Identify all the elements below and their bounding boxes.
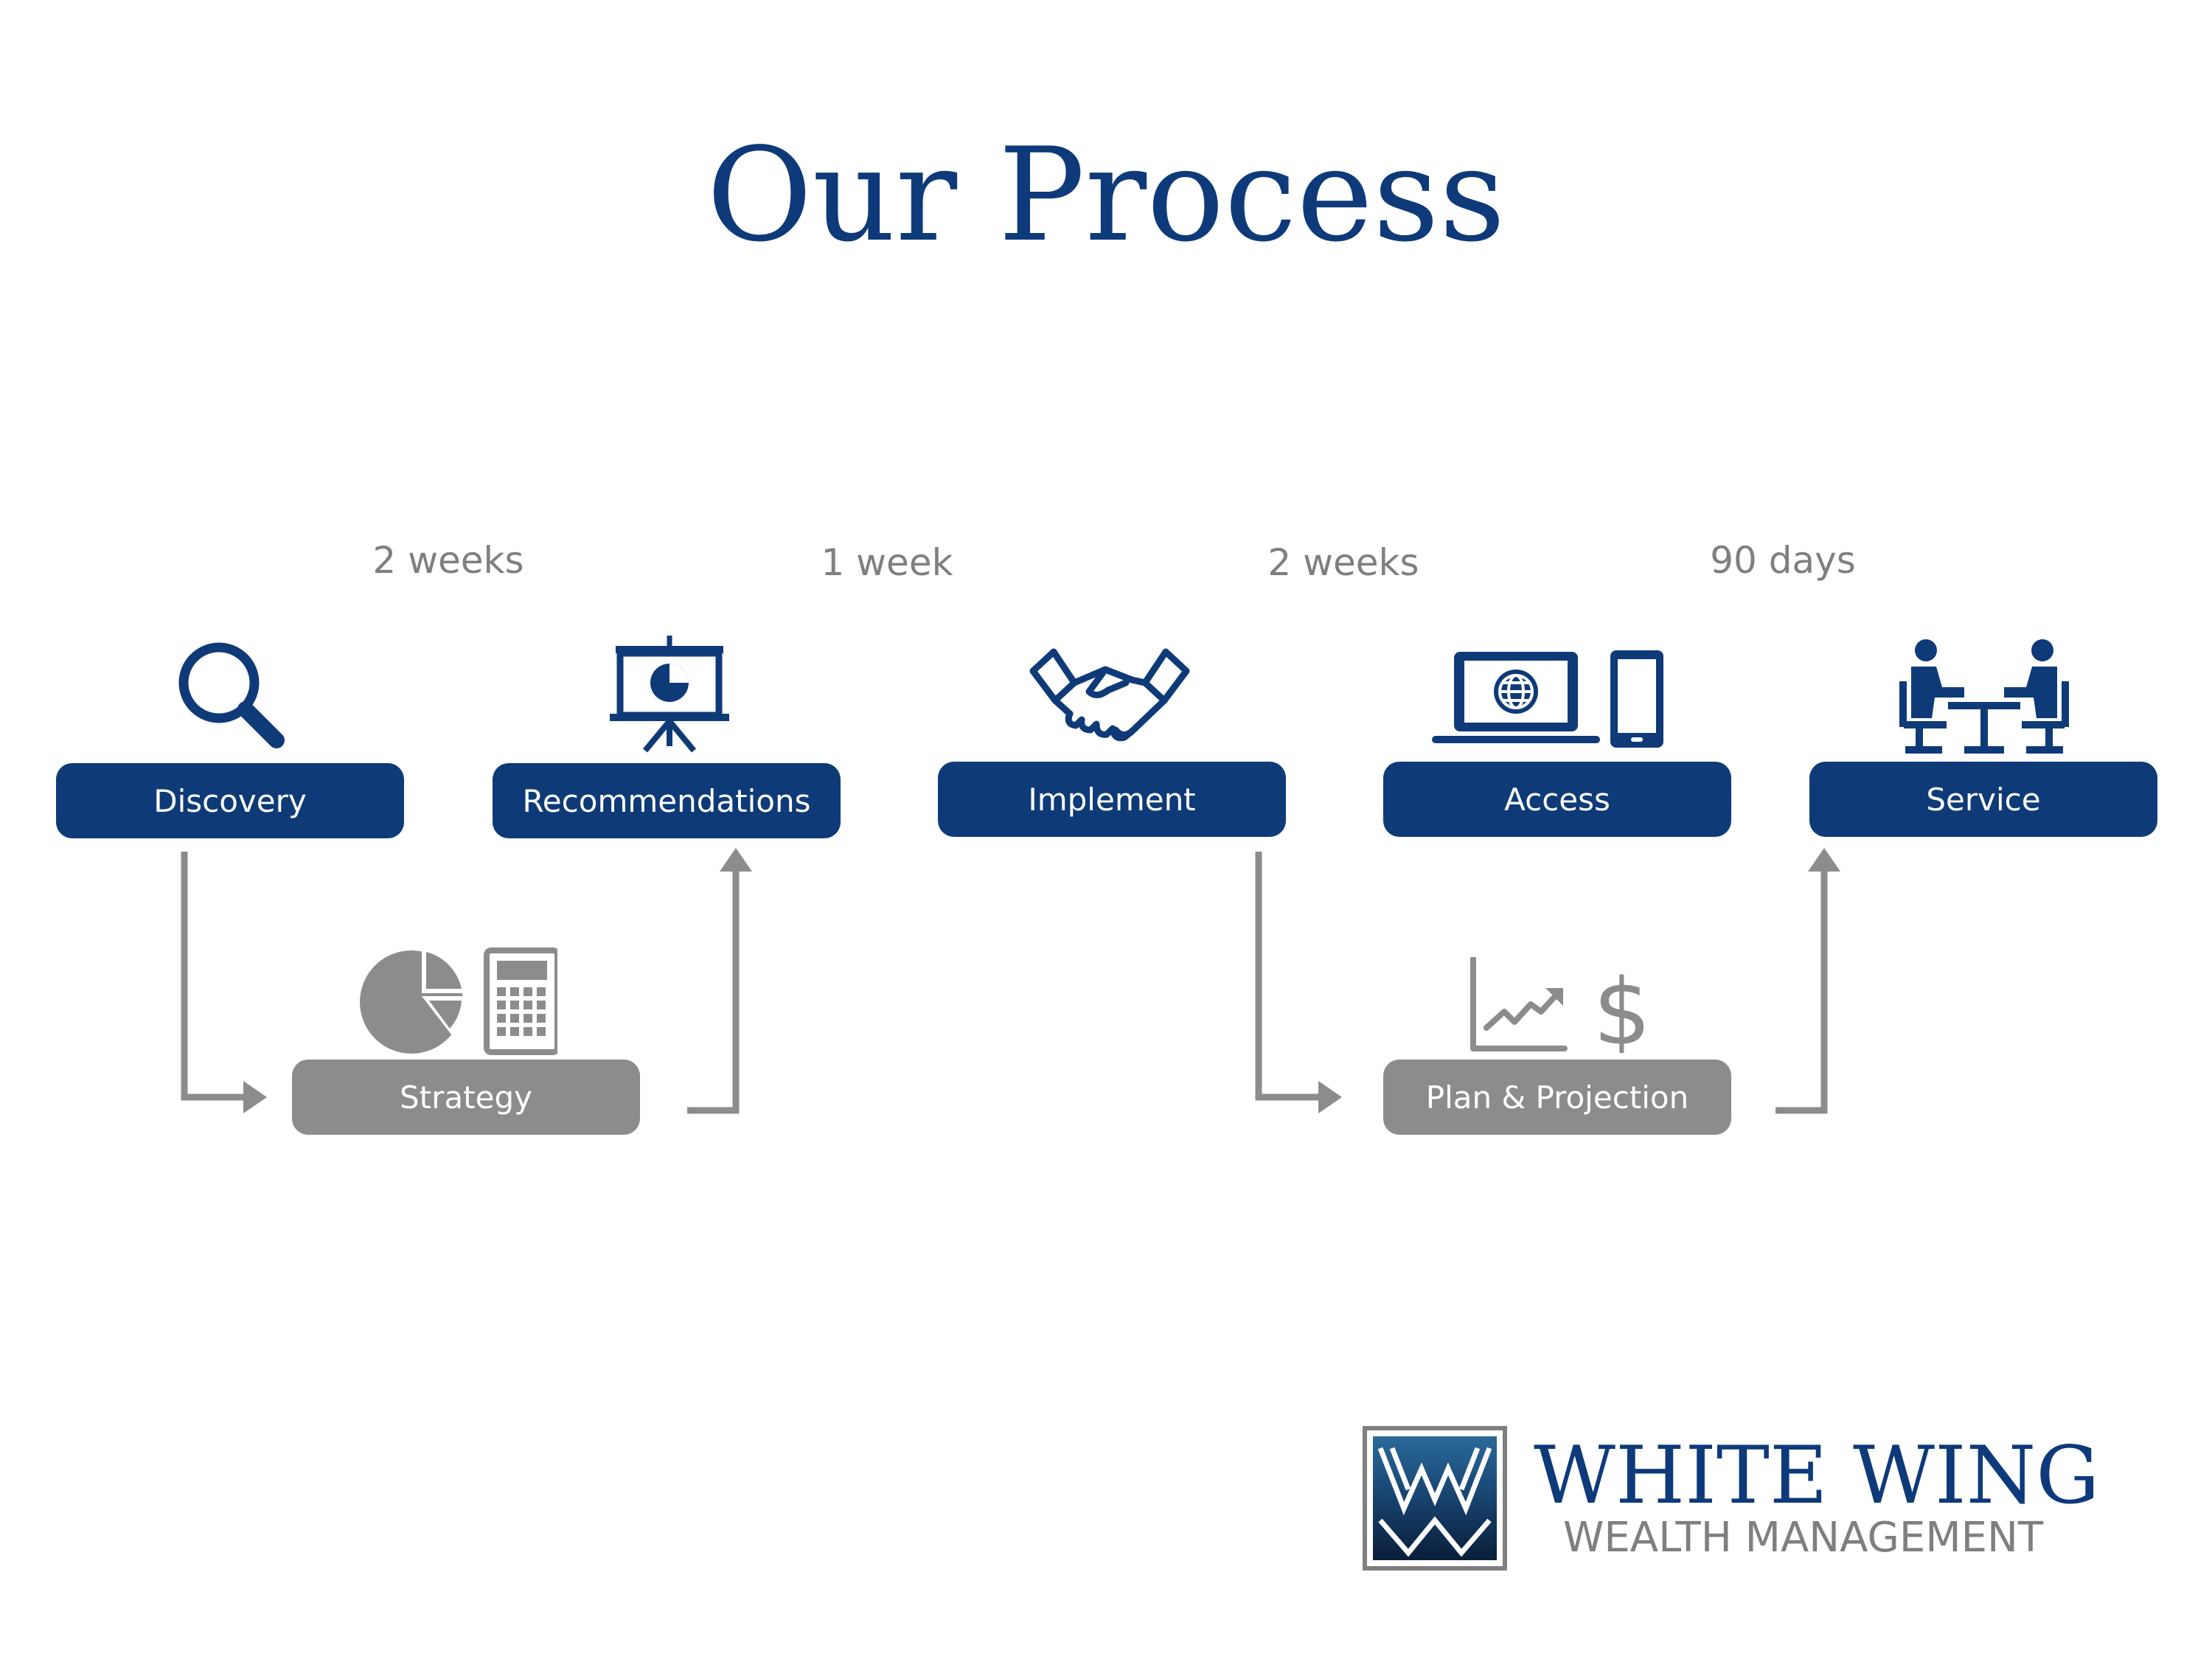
step-service-label: Service (1926, 781, 2041, 818)
step-access: Access (1383, 762, 1731, 837)
step-service: Service (1809, 762, 2157, 837)
step-implement-label: Implement (1028, 781, 1196, 818)
laptop-globe-and-tablet-icon (1432, 650, 1663, 748)
step-recommendations: Recommendations (493, 763, 841, 838)
step-plan-projection: Plan & Projection (1383, 1060, 1731, 1135)
white-wing-logo-icon (1363, 1426, 1507, 1571)
step-access-label: Access (1504, 781, 1610, 818)
growth-chart-and-dollar-icon: $ (1470, 957, 1652, 1053)
logo-wordmark: WHITE WING (1534, 1430, 2100, 1522)
page-title: Our Process (706, 121, 1506, 271)
logo-subtitle: WEALTH MANAGEMENT (1563, 1514, 2044, 1562)
arrow-implement-to-plan (1255, 852, 1322, 1101)
step-strategy: Strategy (292, 1060, 640, 1135)
meeting-table-icon (1899, 639, 2069, 754)
arrow-strategy-to-recommendations (687, 870, 740, 1114)
magnifier-icon (178, 642, 285, 748)
step-strategy-label: Strategy (400, 1079, 532, 1116)
arrow-discovery-to-strategy (181, 852, 247, 1101)
duration-access-to-service: 90 days (1710, 539, 1856, 582)
svg-text:$: $ (1593, 960, 1652, 1053)
duration-discovery-to-recommendations: 2 weeks (372, 539, 524, 582)
duration-implement-to-access: 2 weeks (1267, 541, 1419, 584)
presentation-board-icon (610, 636, 729, 753)
step-implement: Implement (938, 762, 1286, 837)
step-discovery: Discovery (56, 763, 404, 838)
duration-recommendations-to-implement: 1 week (821, 541, 953, 584)
pie-chart-and-calculator-icon (360, 947, 557, 1055)
step-discovery-label: Discovery (153, 782, 307, 819)
handshake-icon (1029, 648, 1190, 742)
arrow-plan-to-service (1775, 870, 1828, 1114)
step-recommendations-label: Recommendations (522, 782, 811, 819)
step-plan-projection-label: Plan & Projection (1425, 1079, 1689, 1116)
